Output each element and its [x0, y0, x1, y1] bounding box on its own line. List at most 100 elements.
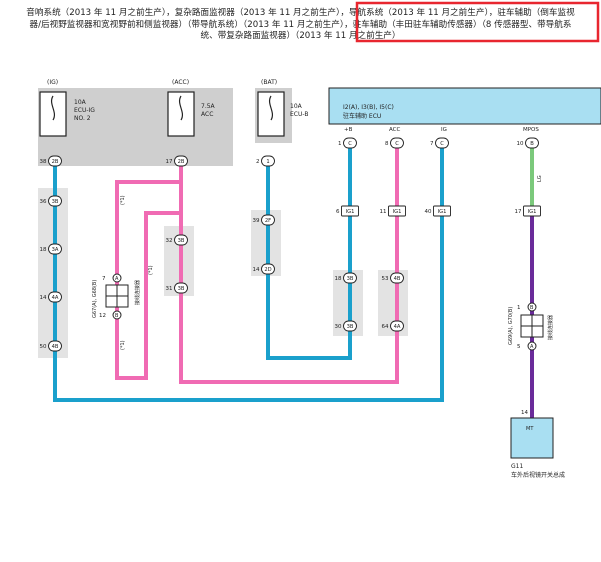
svg-text:3B: 3B: [52, 199, 59, 205]
highlight-box: [355, 1, 600, 43]
svg-text:10: 10: [517, 141, 524, 147]
diagram-title: 音响系统（2013 年 11 月之前生产），复杂路面监视器（2013 年 11 …: [0, 8, 601, 43]
connector-pins: 2B383B363A184A144B502B173B323B31122F392D…: [40, 137, 541, 352]
svg-text:2B: 2B: [178, 159, 185, 165]
left-col-pin-1: 3B 36: [40, 195, 62, 207]
ecu-pin-label-acc: ACC: [389, 127, 401, 133]
wire-note-2: (*1): [120, 340, 126, 350]
junction-block-right: [520, 302, 544, 351]
svg-text:IG1: IG1: [528, 209, 537, 215]
svg-text:3B: 3B: [178, 238, 185, 244]
svg-text:36: 36: [40, 199, 47, 205]
fuse-ig-name2: NO. 2: [74, 115, 91, 122]
fuse-acc-rating: 7.5A: [201, 103, 216, 110]
svg-text:14: 14: [40, 295, 47, 301]
jb-right-pin-bottom: 5: [517, 344, 521, 350]
svg-text:2D: 2D: [264, 267, 271, 273]
mid-lower-pin-0: 3B 18: [335, 272, 357, 284]
svg-text:2B: 2B: [52, 159, 59, 165]
svg-text:3A: 3A: [52, 247, 59, 253]
fuse-bat-name1: ECU-B: [290, 111, 308, 118]
svg-text:4B: 4B: [394, 276, 401, 282]
ecu-pin-2: C7: [430, 137, 449, 149]
bat-col-pin-0: 12: [256, 155, 275, 167]
svg-text:4B: 4B: [52, 344, 59, 350]
ecu-pin-0: C1: [338, 137, 357, 149]
svg-text:2: 2: [256, 159, 260, 165]
jb-left-id: G67(A), G68(B): [92, 280, 98, 318]
parking-assist-ecu: [328, 87, 601, 125]
svg-text:C: C: [440, 141, 444, 147]
ecu-side-pin-2: IG1 40: [425, 205, 451, 217]
jb-right-desc: 接线连接器: [547, 315, 554, 340]
title-line-1: 音响系统（2013 年 11 月之前生产），复杂路面监视器（2013 年 11 …: [26, 8, 575, 18]
junction-block-left: [105, 273, 129, 320]
svg-text:50: 50: [40, 344, 47, 350]
fuse-ig-name1: ECU-IG: [74, 107, 95, 114]
switch-name: 车外后视镜开关总成: [511, 471, 565, 479]
svg-text:4A: 4A: [394, 324, 401, 330]
svg-text:53: 53: [382, 276, 389, 282]
fuse-box-area: [38, 88, 233, 166]
svg-text:40: 40: [425, 209, 432, 215]
svg-text:B: B: [530, 141, 534, 147]
left-col-pin-0: 2B 38: [40, 155, 62, 167]
ecu-pin-label-ig: IG: [441, 127, 447, 133]
svg-text:17: 17: [515, 209, 522, 215]
jb-right-id: G69(A), G70(B): [508, 307, 514, 345]
blue-wires: [53, 146, 444, 402]
svg-text:17: 17: [166, 159, 173, 165]
switch-code: G11: [511, 463, 523, 470]
svg-text:IG1: IG1: [438, 209, 447, 215]
fuse-acc-name1: ACC: [201, 111, 213, 118]
svg-text:3B: 3B: [347, 276, 354, 282]
jb-left-desc: 接线连接器: [134, 280, 141, 305]
ecu-pin-label-mpos: MPOS: [523, 127, 539, 133]
svg-text:31: 31: [166, 286, 173, 292]
svg-text:7: 7: [430, 141, 434, 147]
svg-text:32: 32: [166, 238, 173, 244]
svg-text:4A: 4A: [52, 295, 59, 301]
svg-text:C: C: [348, 141, 352, 147]
svg-text:IG1: IG1: [346, 209, 355, 215]
fuse-bat-source: (BAT): [261, 79, 277, 86]
title-line-3: 统、带复杂路面监视器）（2013 年 11 月之前生产）: [200, 31, 401, 41]
switch-tag: MT: [526, 426, 534, 432]
svg-text:2F: 2F: [265, 218, 271, 224]
fuse-acc: [167, 91, 195, 137]
svg-text:30: 30: [335, 324, 342, 330]
left-col-pin-3: 4A 14: [40, 291, 62, 303]
acc-col-pin-1: 3B 32: [166, 234, 188, 246]
svg-text:8: 8: [385, 141, 389, 147]
jb-right-conn-bottom: A: [530, 344, 534, 350]
title-line-2: 器/后视野监视器和宽视野前和侧监视器）（带导航系统）（2013 年 11 月之前…: [29, 19, 572, 30]
mid-lower-pin-2: 4B 53: [382, 272, 404, 284]
jb-left-conn-bottom: B: [115, 313, 119, 319]
svg-text:3B: 3B: [347, 324, 354, 330]
svg-text:18: 18: [40, 247, 47, 253]
svg-text:38: 38: [40, 159, 47, 165]
svg-text:3B: 3B: [178, 286, 185, 292]
jb-left-conn-top: A: [115, 276, 119, 282]
fuse-ig: [39, 91, 67, 137]
jb-left-pin-top: 7: [102, 276, 106, 282]
svg-text:11: 11: [380, 209, 387, 215]
fuse-acc-source: (ACC): [172, 79, 189, 86]
ecu-pin-3: B 10: [517, 137, 539, 149]
acc-col-pin-0: 2B 17: [166, 155, 188, 167]
mirror-switch-assembly: [510, 417, 554, 459]
svg-text:6: 6: [336, 209, 340, 215]
svg-text:C: C: [395, 141, 399, 147]
fuse-bat: [257, 91, 285, 137]
left-col-pin-2: 3A 18: [40, 243, 62, 255]
wire-note-3: (*1): [148, 265, 154, 275]
ecu-pin-1: C8: [385, 137, 404, 149]
ecu-name: 驻车辅助 ECU: [343, 112, 381, 120]
svg-text:18: 18: [335, 276, 342, 282]
ecu-connectors: I2(A), I3(B), I5(C): [343, 104, 394, 111]
ecu-pin-label-b: +B: [344, 127, 353, 133]
